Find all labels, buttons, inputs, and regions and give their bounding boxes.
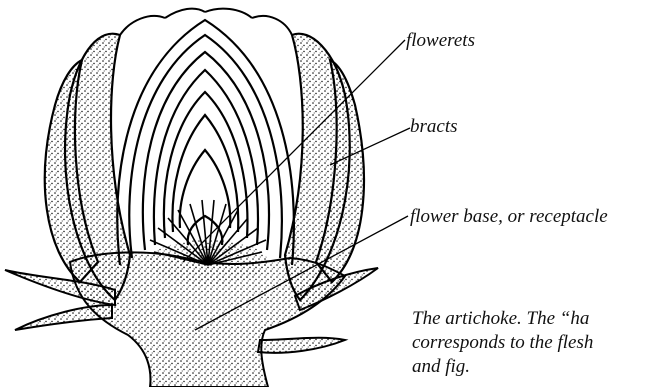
label-flowerets: flowerets [406,30,475,52]
caption-line-2: corresponds to the flesh [412,331,656,355]
floret-cushion [148,240,268,284]
label-bracts: bracts [410,116,458,138]
figure-caption: The artichoke. The “ha corresponds to th… [412,307,656,379]
caption-line-3: and fig. [412,355,656,379]
caption-line-1: The artichoke. The “ha [412,307,656,331]
inner-bracts [117,20,294,265]
label-flower-base: flower base, or receptacle [410,206,608,228]
